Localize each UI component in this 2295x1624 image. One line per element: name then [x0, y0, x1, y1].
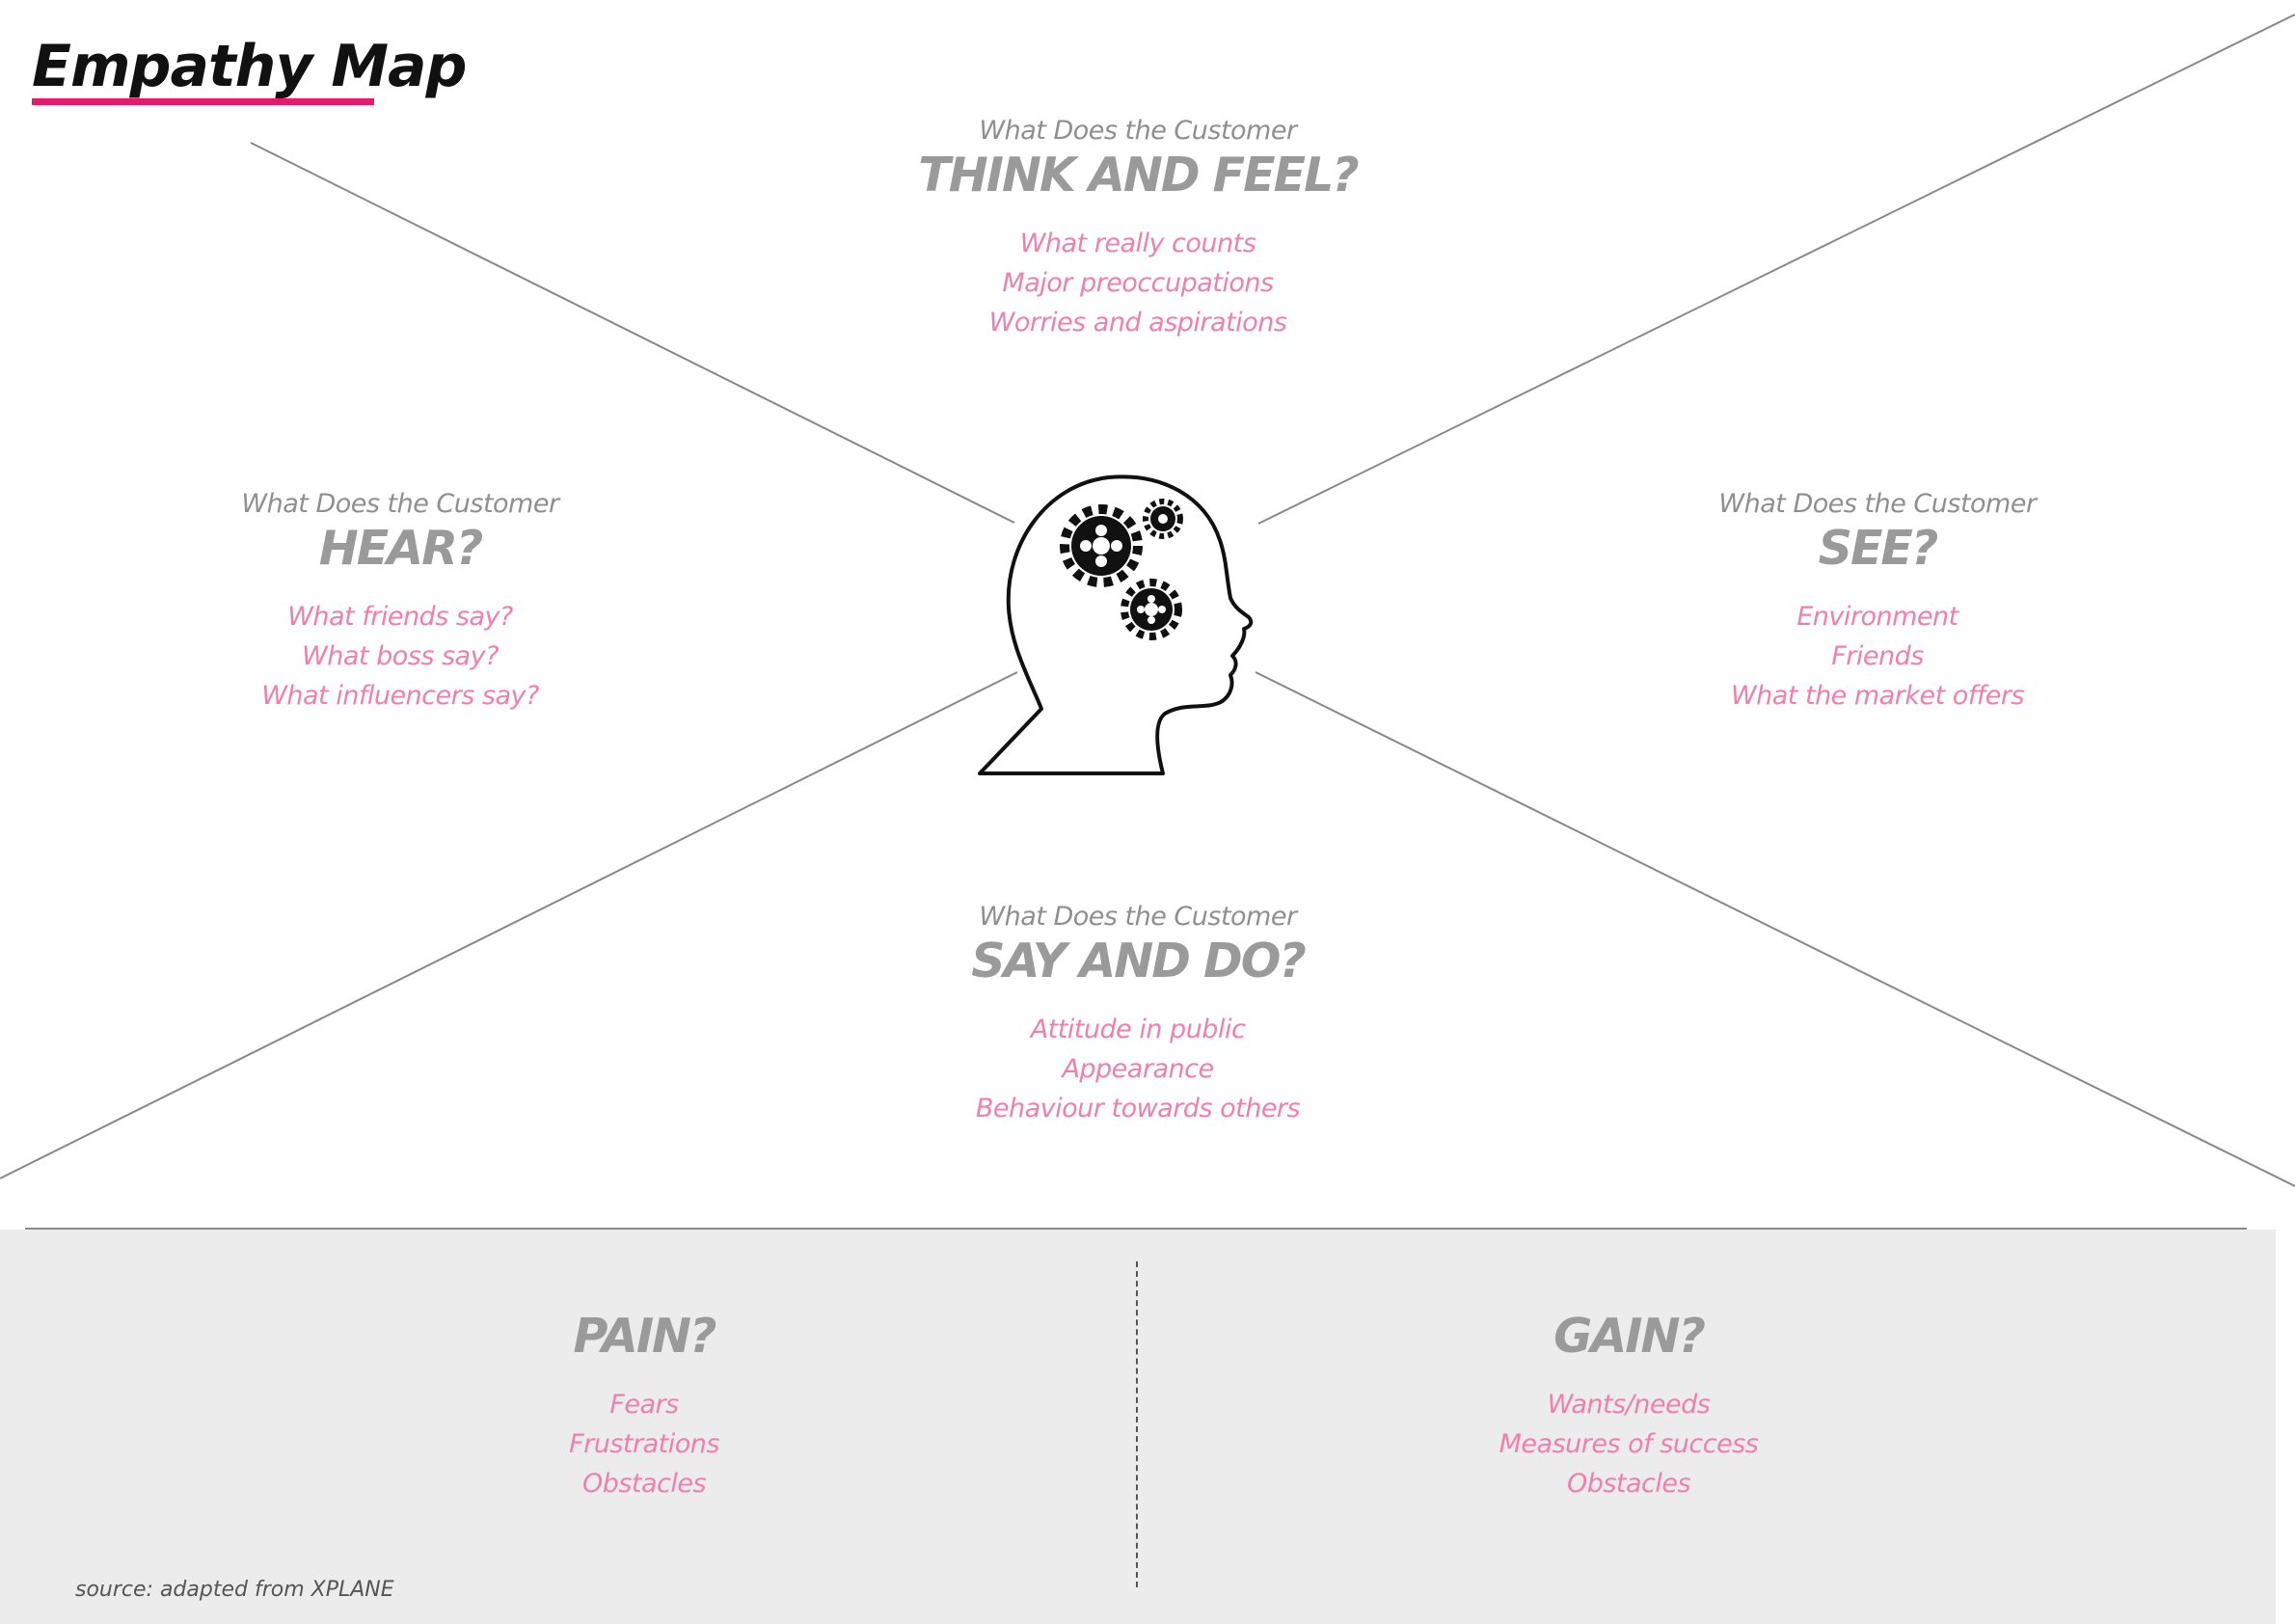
section-pain: PAIN? Fears Frustrations Obstacles [355, 1310, 933, 1503]
hear-item: What boss say? [302, 641, 499, 671]
see-item: Friends [1831, 641, 1924, 671]
line-bottom-left [0, 671, 1018, 1179]
panel-divider-line [25, 1228, 2247, 1230]
page-title: Empathy Map [32, 33, 467, 100]
say-item: Behaviour towards others [975, 1094, 1301, 1123]
say-kicker: What Does the Customer [979, 902, 1297, 932]
line-top-right [1257, 14, 2295, 525]
pain-heading: PAIN? [573, 1309, 716, 1364]
line-bottom-right [1255, 671, 2295, 1187]
say-heading: SAY AND DO? [971, 934, 1307, 988]
think-item: What really counts [1019, 229, 1256, 258]
quadrant-see: What Does the Customer SEE? Environment … [1588, 487, 2167, 716]
gear-small-icon [1143, 499, 1183, 539]
head-with-gears-icon [978, 474, 1254, 775]
say-item: Attitude in public [1030, 1015, 1246, 1044]
think-item: Major preoccupations [1002, 268, 1274, 298]
gear-medium-icon [1120, 579, 1182, 640]
see-heading: SEE? [1818, 521, 1939, 576]
hear-heading: HEAR? [318, 521, 484, 576]
gain-item: Obstacles [1566, 1469, 1691, 1499]
gain-item: Wants/needs [1547, 1390, 1711, 1420]
gain-heading: GAIN? [1553, 1309, 1706, 1364]
quadrant-say-do: What Does the Customer SAY AND DO? Attit… [849, 900, 1427, 1128]
gain-item: Measures of success [1498, 1429, 1759, 1459]
pain-item: Frustrations [569, 1429, 719, 1459]
pain-item: Fears [609, 1390, 679, 1420]
source-note: source: adapted from XPLANE [75, 1578, 394, 1602]
quadrant-think-feel: What Does the Customer THINK AND FEEL? W… [849, 114, 1427, 342]
think-item: Worries and aspirations [988, 308, 1287, 338]
hear-kicker: What Does the Customer [241, 489, 559, 519]
hear-item: What friends say? [287, 602, 513, 632]
section-gain: GAIN? Wants/needs Measures of success Ob… [1339, 1310, 1918, 1503]
title-underline [32, 98, 374, 105]
pain-item: Obstacles [581, 1469, 707, 1499]
think-heading: THINK AND FEEL? [918, 148, 1359, 203]
see-item: What the market offers [1730, 681, 2025, 711]
hear-item: What influencers say? [261, 681, 539, 711]
see-item: Environment [1796, 602, 1958, 632]
line-top-left [250, 142, 1015, 524]
say-item: Appearance [1062, 1054, 1214, 1084]
see-kicker: What Does the Customer [1718, 489, 2037, 519]
quadrant-hear: What Does the Customer HEAR? What friend… [111, 487, 689, 716]
think-kicker: What Does the Customer [979, 116, 1297, 146]
gear-large-icon [1060, 504, 1143, 587]
pain-gain-panel [0, 1230, 2276, 1624]
pain-gain-divider [1136, 1261, 1138, 1587]
